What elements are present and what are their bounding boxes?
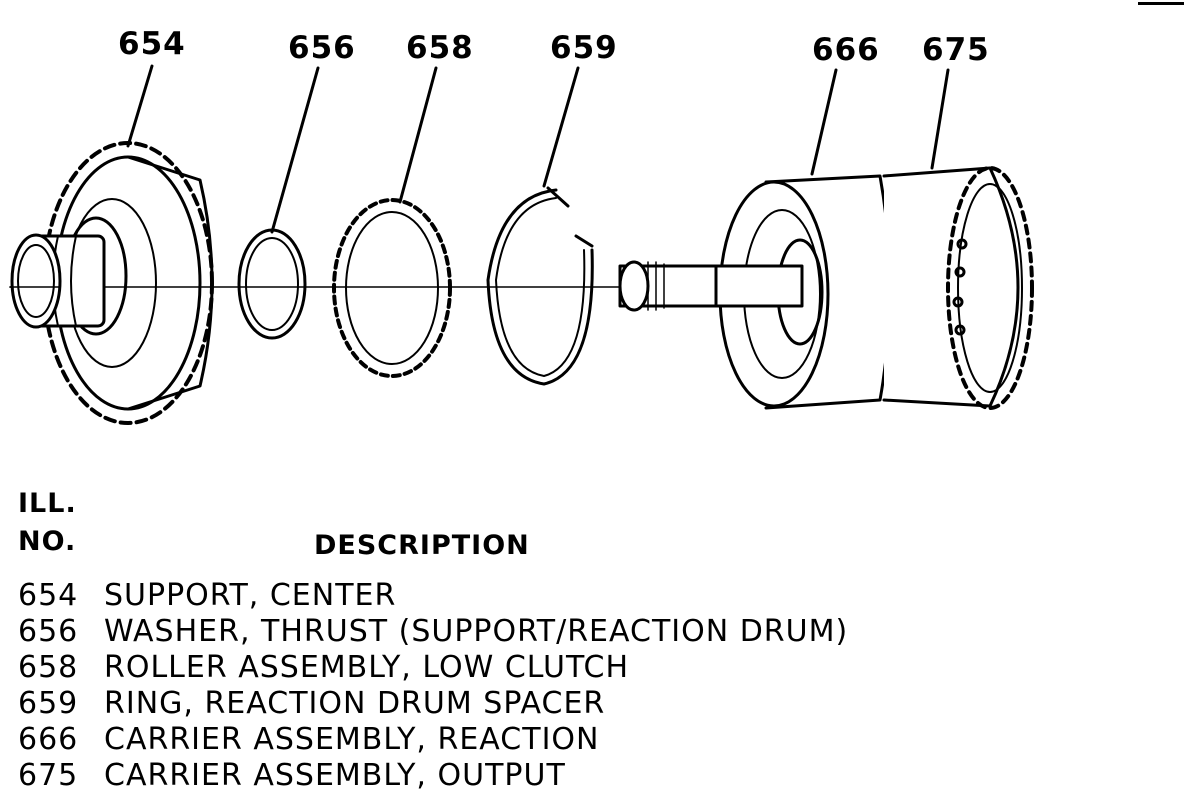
legend-description-header: DESCRIPTION [314, 530, 530, 561]
corner-mark [1138, 2, 1184, 5]
legend-row-description: ROLLER ASSEMBLY, LOW CLUTCH [104, 650, 630, 685]
output-carrier-part [882, 166, 1034, 410]
roller-assembly-part [332, 198, 452, 378]
legend-row-number: 659 [18, 686, 79, 721]
leader-line-656 [270, 66, 320, 234]
callout-654: 654 [118, 26, 186, 62]
callout-659: 659 [550, 30, 618, 66]
legend-row-number: 658 [18, 650, 79, 685]
legend-row: 658 ROLLER ASSEMBLY, LOW CLUTCH [18, 650, 629, 685]
legend-row-description: RING, REACTION DRUM SPACER [104, 686, 606, 721]
callout-658: 658 [406, 30, 474, 66]
leader-line-658 [398, 66, 438, 204]
legend-row-description: CARRIER ASSEMBLY, REACTION [104, 722, 600, 757]
callout-675: 675 [922, 32, 990, 68]
legend-row-description: WASHER, THRUST (SUPPORT/REACTION DRUM) [104, 614, 849, 649]
legend-row: 675 CARRIER ASSEMBLY, OUTPUT [18, 758, 566, 793]
legend-row-number: 656 [18, 614, 79, 649]
leader-line-659 [542, 66, 580, 188]
legend-row-number: 654 [18, 578, 79, 613]
legend-row: 656 WASHER, THRUST (SUPPORT/REACTION DRUM… [18, 614, 848, 649]
legend-row: 654 SUPPORT, CENTER [18, 578, 396, 613]
spacer-ring-part [486, 186, 594, 386]
callout-666: 666 [812, 32, 880, 68]
exploded-view-diagram [9, 64, 1034, 425]
legend-no-label: NO. [18, 526, 77, 557]
legend-ill-label: ILL. [18, 488, 77, 519]
legend-row: 666 CARRIER ASSEMBLY, REACTION [18, 722, 599, 757]
legend-row-number: 675 [18, 758, 79, 793]
legend-row: 659 RING, REACTION DRUM SPACER [18, 686, 605, 721]
legend-row-number: 666 [18, 722, 79, 757]
center-support-part [9, 141, 214, 425]
thrust-washer-part [237, 228, 307, 340]
leader-line-654 [126, 64, 154, 148]
legend-row-description: CARRIER ASSEMBLY, OUTPUT [104, 758, 566, 793]
callout-656: 656 [288, 30, 356, 66]
legend-row-description: SUPPORT, CENTER [104, 578, 397, 613]
reaction-carrier-part [618, 174, 892, 410]
leader-line-675 [930, 68, 950, 170]
leader-line-666 [810, 68, 838, 176]
